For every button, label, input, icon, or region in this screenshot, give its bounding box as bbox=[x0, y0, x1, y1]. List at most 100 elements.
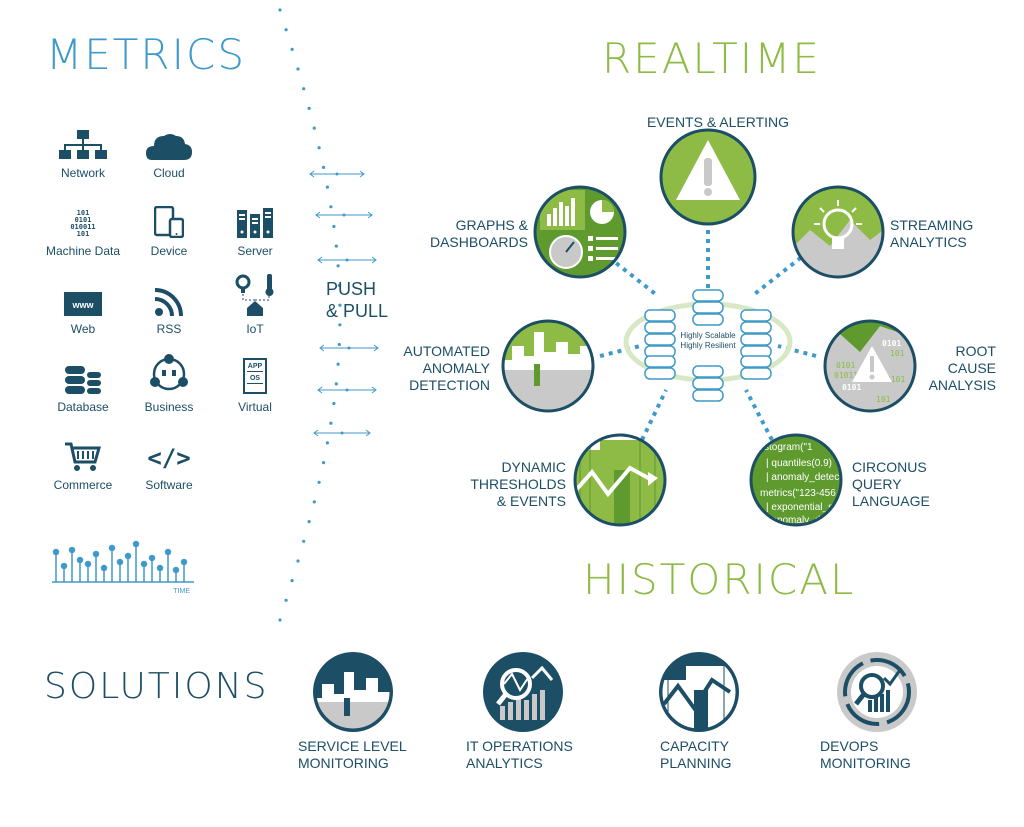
arc-dot bbox=[302, 87, 306, 91]
arc-dot bbox=[338, 323, 342, 327]
arc-dot bbox=[284, 28, 288, 32]
device-icon bbox=[124, 202, 214, 238]
database-disk bbox=[692, 365, 724, 378]
metric-label: IoT bbox=[246, 322, 264, 336]
database-disk bbox=[692, 313, 724, 326]
metric-network: Network bbox=[38, 124, 128, 180]
push-pull-arrows bbox=[309, 170, 379, 437]
arc-dot bbox=[321, 461, 326, 465]
query-language-circle: stogram("1 | quantiles(0.9) | anomaly_de… bbox=[749, 433, 843, 527]
arc-dot bbox=[336, 362, 340, 366]
svg-text:101: 101 bbox=[890, 349, 905, 358]
arc-dot bbox=[334, 244, 338, 248]
svg-text:metrics("123-456: metrics("123-456 bbox=[760, 488, 836, 499]
solutions-icons bbox=[313, 652, 917, 732]
www-icon: www bbox=[38, 280, 128, 316]
metric-database: Database bbox=[38, 358, 128, 414]
metric-label: Business bbox=[144, 400, 194, 414]
arc-dot bbox=[284, 598, 288, 602]
database-disk bbox=[644, 321, 676, 334]
arc-dot bbox=[296, 559, 300, 563]
svg-text:| anomaly_de: | anomaly_de bbox=[766, 515, 826, 526]
metric-cloud: Cloud bbox=[124, 124, 214, 180]
arc-dot bbox=[325, 441, 329, 445]
metric-commerce: Commerce bbox=[38, 436, 128, 492]
database-disk bbox=[740, 355, 772, 368]
events-alerting-circle bbox=[659, 128, 757, 226]
metric-iot: IoT bbox=[210, 272, 300, 336]
metric-label: Virtual bbox=[238, 400, 272, 414]
metric-software: </> Software bbox=[124, 436, 214, 492]
database-stacks bbox=[644, 289, 772, 402]
metric-business: Business bbox=[124, 354, 214, 414]
database-disk bbox=[740, 367, 772, 380]
server-icon bbox=[210, 202, 300, 238]
svg-text:0101: 0101 bbox=[882, 339, 901, 348]
database-disk bbox=[740, 333, 772, 346]
arc-dot bbox=[325, 185, 329, 189]
metric-label: Device bbox=[150, 244, 188, 258]
code-icon: </> bbox=[147, 444, 191, 472]
metric-web: www Web bbox=[38, 280, 128, 336]
database-disk bbox=[692, 289, 724, 302]
hub-label-resilient: Highly Resilient bbox=[680, 341, 736, 350]
arc-dot bbox=[338, 303, 342, 307]
hub-label-scalable: Highly Scalable bbox=[680, 331, 736, 340]
streaming-analytics-circle bbox=[791, 185, 885, 279]
metrics-heading: METRICS bbox=[46, 30, 246, 79]
metric-rss: RSS bbox=[124, 280, 214, 336]
service-level-icon bbox=[313, 652, 393, 732]
arc-dot bbox=[321, 165, 326, 169]
arc-dot bbox=[317, 146, 321, 150]
arc-dot bbox=[332, 224, 336, 229]
graphs-dashboards-label: GRAPHS &DASHBOARDS bbox=[429, 217, 528, 250]
metric-label: Software bbox=[145, 478, 193, 492]
metric-label: Web bbox=[70, 322, 96, 336]
metric-label: Cloud bbox=[153, 166, 185, 180]
arc-dot bbox=[290, 47, 294, 52]
database-disk bbox=[740, 321, 772, 334]
arc-dot bbox=[334, 382, 338, 386]
virtual-icon: APP OS bbox=[210, 354, 300, 394]
arc-dot bbox=[302, 539, 306, 543]
cloud-icon bbox=[124, 124, 214, 160]
svg-text:0101: 0101 bbox=[886, 375, 905, 384]
arc-dot bbox=[307, 106, 311, 110]
database-icon bbox=[38, 358, 128, 394]
metric-label: Database bbox=[57, 400, 109, 414]
svg-text:TIME: TIME bbox=[173, 588, 190, 595]
arc-dot bbox=[278, 8, 282, 12]
arc-dot bbox=[307, 520, 311, 524]
svg-text:stogram("1: stogram("1 bbox=[764, 442, 813, 453]
database-disk bbox=[644, 333, 676, 346]
svg-text:01011: 01011 bbox=[834, 371, 858, 380]
arc-dot bbox=[329, 205, 333, 209]
arc-dot bbox=[336, 264, 340, 268]
arc-dot bbox=[296, 67, 300, 71]
arc-dot bbox=[317, 480, 321, 484]
metric-label: Network bbox=[60, 166, 105, 180]
metric-label: Machine Data bbox=[45, 244, 121, 258]
svg-text:101: 101 bbox=[876, 395, 891, 404]
metric-label: RSS bbox=[156, 322, 182, 336]
arc-dot bbox=[337, 283, 341, 288]
capacity-planning-icon bbox=[659, 652, 739, 732]
rss-icon bbox=[124, 280, 214, 316]
events-alerting-label: EVENTS & ALERTING bbox=[646, 114, 790, 130]
solutions-heading: SOLUTIONS bbox=[44, 666, 269, 707]
anomaly-detection-circle bbox=[501, 319, 595, 413]
push-pull-label: PUSH & PULL bbox=[326, 279, 389, 321]
it-operations-icon bbox=[483, 652, 563, 732]
realtime-heading: REALTIME bbox=[602, 34, 821, 83]
metric-label: Commerce bbox=[53, 478, 113, 492]
thresholds-circle bbox=[573, 433, 667, 527]
svg-text:| anomaly_detec: | anomaly_detec bbox=[766, 472, 839, 483]
database-disk bbox=[692, 377, 724, 390]
